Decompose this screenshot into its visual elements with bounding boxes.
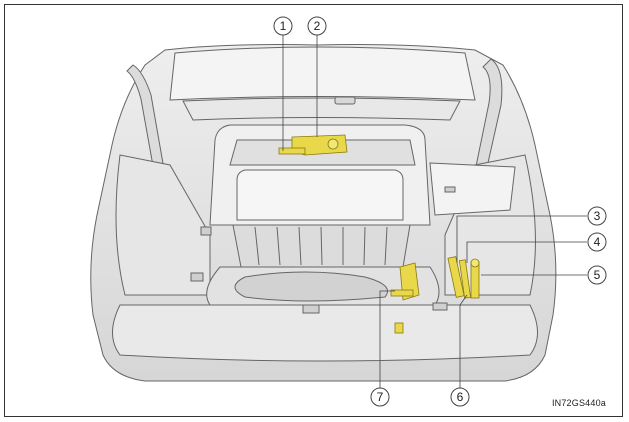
rear-roof <box>169 46 476 121</box>
spare-tire-well <box>206 266 440 306</box>
callout-4: 4 <box>587 232 607 252</box>
callout-5-label: 5 <box>594 268 601 282</box>
callout-1: 1 <box>273 16 293 36</box>
callout-7-label: 7 <box>377 390 384 404</box>
leader-lines <box>282 35 587 393</box>
rear-bumper <box>112 302 538 362</box>
callout-6-label: 6 <box>457 390 464 404</box>
storage-bin <box>232 224 411 268</box>
callout-5: 5 <box>587 265 607 285</box>
callout-4-label: 4 <box>594 235 601 249</box>
figure-code: IN72GS440a <box>551 398 606 408</box>
callout-2-label: 2 <box>314 19 321 33</box>
callout-3: 3 <box>587 206 607 226</box>
trunk-diagram: 1 2 3 4 5 6 7 <box>90 16 607 407</box>
callout-2: 2 <box>307 16 327 36</box>
highlighted-tools <box>278 134 480 334</box>
callout-3-label: 3 <box>594 209 601 223</box>
figure-frame: 1 2 3 4 5 6 7 IN72GS440a <box>4 4 623 417</box>
callout-7: 7 <box>370 387 390 407</box>
callout-6: 6 <box>450 387 470 407</box>
callout-1-label: 1 <box>280 19 287 33</box>
side-board <box>429 162 516 216</box>
